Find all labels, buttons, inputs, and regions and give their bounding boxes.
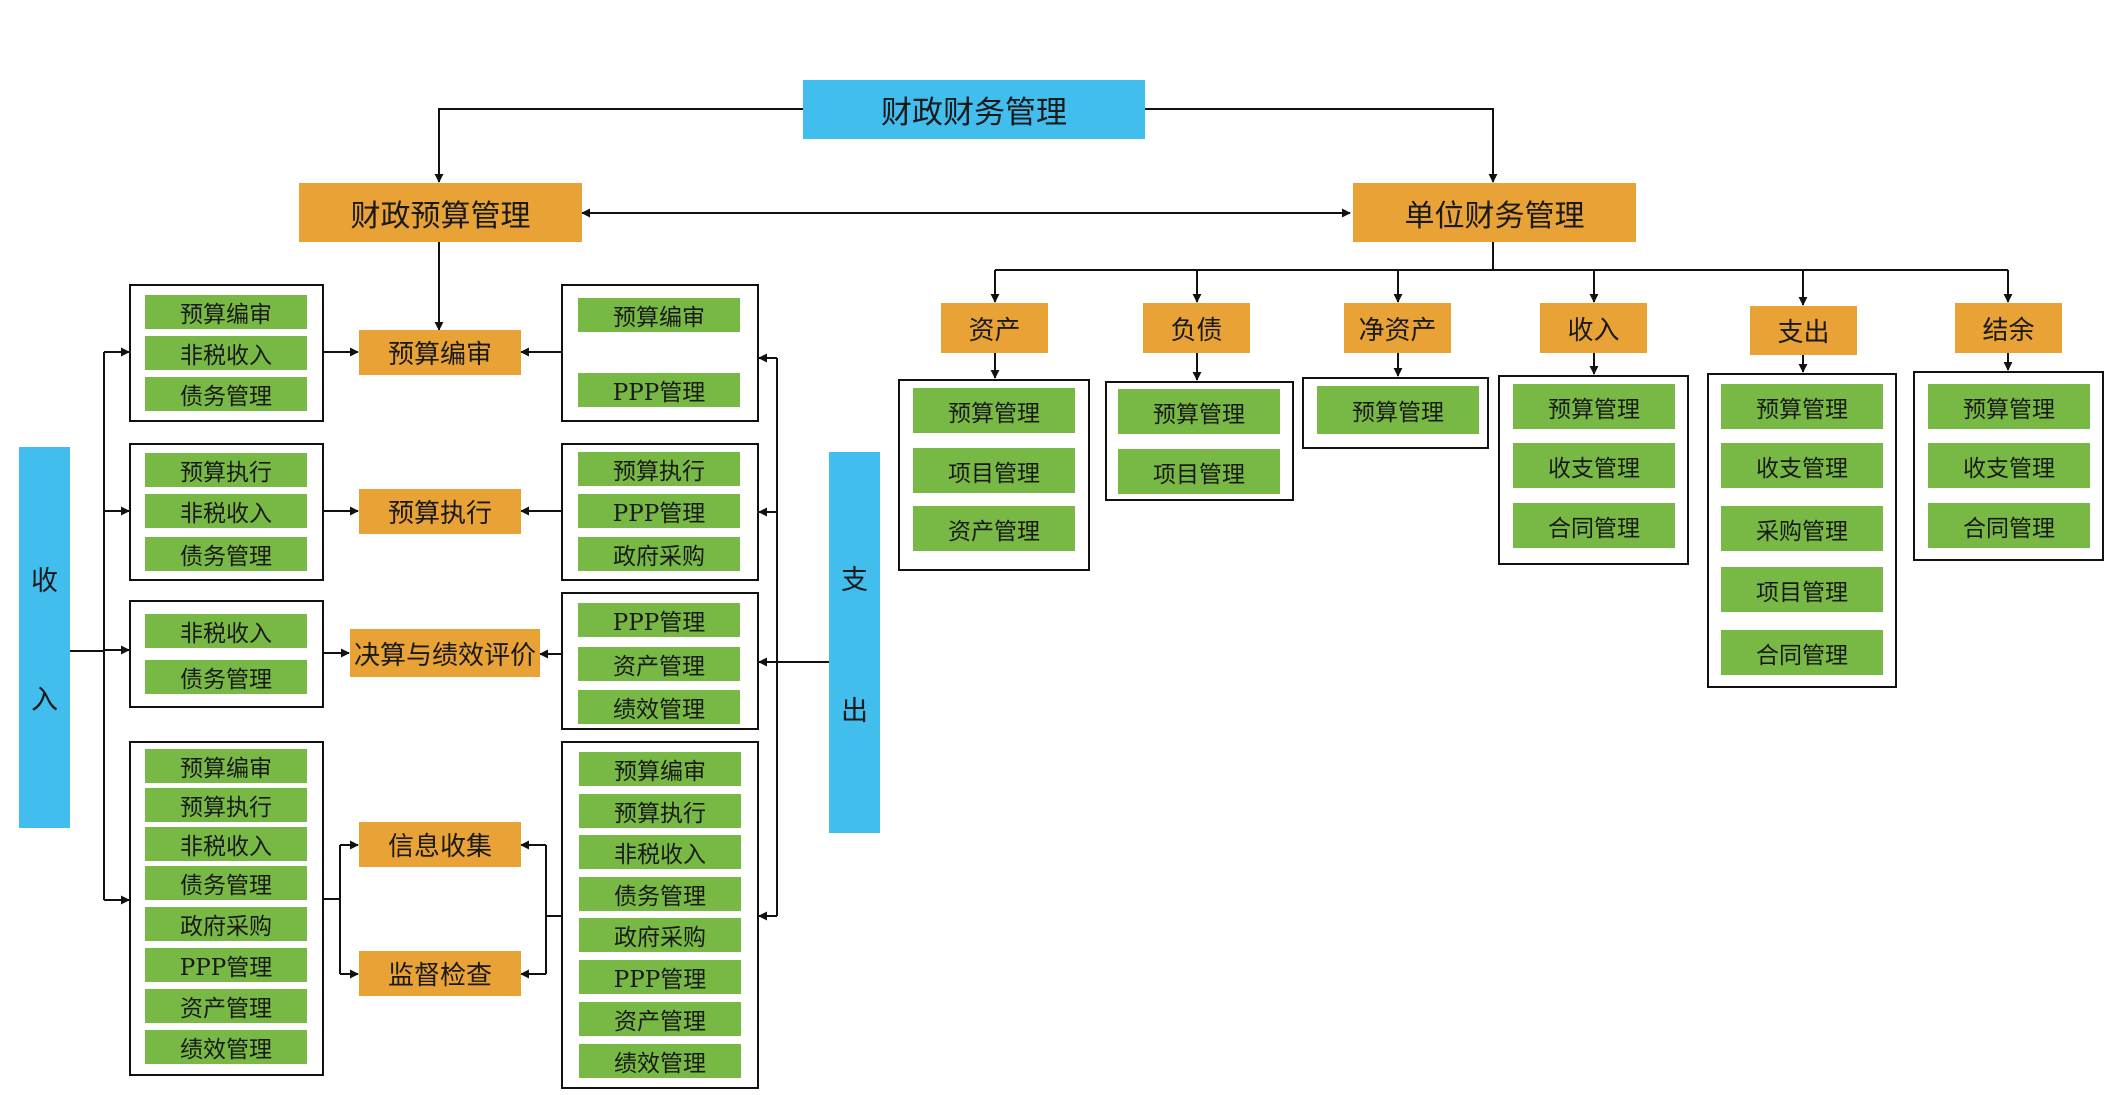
income-char-1: 收 xyxy=(31,565,58,597)
stage1-expense-item: 预算编审 xyxy=(578,298,740,332)
revenue-item: 预算管理 xyxy=(1513,384,1675,429)
stage1-expense-frame xyxy=(561,284,759,422)
surplus-frame xyxy=(1913,371,2104,561)
oversight-expense-item: 政府采购 xyxy=(579,918,741,952)
stage2-expense-item: 政府采购 xyxy=(578,537,740,571)
stage1-income-item: 非税收入 xyxy=(145,336,307,370)
stage3-income-frame xyxy=(129,600,324,708)
oversight-expense-item: 预算编审 xyxy=(579,752,741,786)
oversight-expense-frame xyxy=(561,741,759,1089)
surplus-item: 预算管理 xyxy=(1928,384,2090,429)
category-revenue: 收入 xyxy=(1540,303,1647,353)
budget-management-node: 财政预算管理 xyxy=(299,183,582,242)
stage1-expense-item: PPP管理 xyxy=(578,373,740,407)
root-node: 财政财务管理 xyxy=(803,80,1145,139)
expenditure-item: 预算管理 xyxy=(1721,384,1883,429)
stage2-expense-frame xyxy=(561,443,759,581)
unit-finance-node: 单位财务管理 xyxy=(1353,183,1636,242)
expense-char-1: 支 xyxy=(841,564,868,596)
oversight-income-item: 绩效管理 xyxy=(145,1030,307,1064)
liabilities-item: 预算管理 xyxy=(1118,389,1280,434)
expense-bar: 支 出 xyxy=(829,452,880,833)
stage-node-supervision: 监督检查 xyxy=(359,951,521,996)
surplus-item: 收支管理 xyxy=(1928,443,2090,488)
income-char-2: 入 xyxy=(31,684,58,716)
oversight-expense-item: 预算执行 xyxy=(579,794,741,828)
stage3-expense-item: 绩效管理 xyxy=(578,690,740,724)
oversight-expense-item: 资产管理 xyxy=(579,1002,741,1036)
stage3-expense-frame xyxy=(561,592,759,730)
oversight-expense-item: 绩效管理 xyxy=(579,1044,741,1078)
stage3-income-item: 债务管理 xyxy=(145,660,307,694)
expenditure-item: 收支管理 xyxy=(1721,443,1883,488)
oversight-income-item: 债务管理 xyxy=(145,866,307,900)
assets-item: 资产管理 xyxy=(913,506,1075,551)
revenue-frame xyxy=(1498,375,1689,565)
oversight-expense-item: 非税收入 xyxy=(579,835,741,869)
net-assets-item: 预算管理 xyxy=(1317,386,1479,434)
expenditure-frame xyxy=(1707,373,1897,688)
stage2-income-frame xyxy=(129,443,324,581)
stage2-expense-item: PPP管理 xyxy=(578,494,740,528)
stage2-income-item: 预算执行 xyxy=(145,453,307,487)
stage2-income-item: 非税收入 xyxy=(145,494,307,528)
expense-char-2: 出 xyxy=(841,695,868,727)
assets-frame xyxy=(898,379,1090,571)
stage3-income-item: 非税收入 xyxy=(145,614,307,648)
surplus-item: 合同管理 xyxy=(1928,503,2090,548)
net-assets-frame xyxy=(1302,377,1489,449)
category-assets: 资产 xyxy=(941,303,1048,353)
income-bar: 收 入 xyxy=(19,447,70,828)
stage-node-budget-review: 预算编审 xyxy=(359,330,521,375)
stage-node-info-collection: 信息收集 xyxy=(359,822,521,867)
category-net-assets: 净资产 xyxy=(1344,303,1451,353)
oversight-income-item: 政府采购 xyxy=(145,907,307,941)
expenditure-item: 合同管理 xyxy=(1721,630,1883,675)
oversight-income-item: 资产管理 xyxy=(145,989,307,1023)
oversight-expense-item: PPP管理 xyxy=(579,960,741,994)
stage2-expense-item: 预算执行 xyxy=(578,452,740,486)
oversight-income-item: 预算执行 xyxy=(145,788,307,822)
stage2-income-item: 债务管理 xyxy=(145,537,307,571)
oversight-income-item: PPP管理 xyxy=(145,948,307,982)
stage-node-budget-execution: 预算执行 xyxy=(359,489,521,534)
oversight-income-item: 预算编审 xyxy=(145,749,307,783)
oversight-expense-item: 债务管理 xyxy=(579,877,741,911)
expenditure-item: 项目管理 xyxy=(1721,567,1883,612)
oversight-income-item: 非税收入 xyxy=(145,827,307,861)
stage1-income-item: 预算编审 xyxy=(145,295,307,329)
stage-node-final-accounts: 决算与绩效评价 xyxy=(350,629,540,677)
category-expenditure: 支出 xyxy=(1750,306,1857,355)
category-surplus: 结余 xyxy=(1955,303,2062,353)
category-liabilities: 负债 xyxy=(1143,303,1250,353)
stage3-expense-item: 资产管理 xyxy=(578,647,740,681)
revenue-item: 收支管理 xyxy=(1513,443,1675,488)
oversight-income-frame xyxy=(129,741,324,1076)
stage1-income-item: 债务管理 xyxy=(145,377,307,411)
revenue-item: 合同管理 xyxy=(1513,503,1675,548)
assets-item: 预算管理 xyxy=(913,388,1075,433)
expenditure-item: 采购管理 xyxy=(1721,506,1883,551)
liabilities-item: 项目管理 xyxy=(1118,449,1280,494)
liabilities-frame xyxy=(1105,381,1294,501)
stage3-expense-item: PPP管理 xyxy=(578,603,740,637)
stage1-income-frame xyxy=(129,284,324,422)
assets-item: 项目管理 xyxy=(913,448,1075,493)
